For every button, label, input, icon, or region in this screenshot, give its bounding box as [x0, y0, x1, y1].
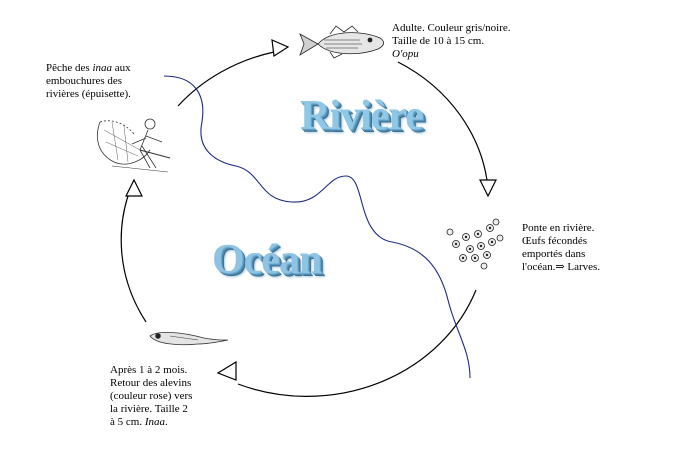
fry-line-5: à 5 cm. Inaa.	[110, 416, 198, 429]
arc-fishing-to-adult	[177, 51, 275, 107]
arc-fry-to-fishing	[120, 179, 147, 323]
zone-label-river: Rivière	[300, 93, 424, 139]
fry-line-4: la rivière. Taille 2	[110, 403, 188, 415]
zone-label-ocean: Océan	[212, 237, 322, 283]
spawn-line-1: Ponte en rivière.	[522, 222, 595, 234]
arrowhead-to-fry	[216, 360, 237, 381]
fry-line-3: (couleur rose) vers	[110, 390, 193, 402]
fry-line-2: Retour des alevins	[110, 377, 192, 389]
fishing-line-1: Pêche des inaa aux	[46, 62, 144, 75]
adult-line-1: Adulte. Couleur gris/noire.	[392, 22, 511, 34]
fishing-line-3: rivières (épuisette).	[46, 88, 131, 100]
arc-spawn-to-fry	[237, 289, 477, 397]
fry-line-1: Après 1 à 2 mois.	[110, 364, 188, 376]
adult-species-name: O'opu	[392, 48, 419, 60]
eggs-icon	[446, 218, 504, 270]
note-spawning: Ponte en rivière. Œufs fécondés emportés…	[522, 222, 614, 274]
fishing-line-1-start: Pêche des	[46, 62, 93, 74]
arrowhead-to-fishing	[125, 178, 143, 197]
fry-larva-icon	[149, 332, 229, 346]
note-adult-fish: Adulte. Couleur gris/noire. Taille de 10…	[392, 22, 520, 61]
arrowhead-to-spawn	[479, 179, 497, 198]
spawn-line-4: l'océan.⇒ Larves.	[522, 261, 601, 273]
shoreline-line	[163, 75, 471, 379]
fishing-term: inaa	[92, 62, 112, 74]
note-fishing: Pêche des inaa aux embouchures des riviè…	[46, 62, 144, 101]
cycle-arrowheads	[125, 39, 497, 381]
adult-fish-icon	[299, 25, 384, 59]
fishing-line-2: embouchures des	[46, 75, 123, 87]
arc-adult-to-spawn	[397, 61, 489, 189]
spawn-line-3: emportés dans	[522, 248, 586, 260]
fishing-line-1-end: aux	[112, 62, 131, 74]
fry-line-5-start: à 5 cm.	[110, 416, 145, 428]
fisherman-net-icon	[97, 118, 171, 173]
cycle-arcs	[120, 51, 489, 397]
arrowhead-to-adult	[271, 39, 290, 58]
fry-line-5-end: .	[165, 416, 168, 428]
note-fry-return: Après 1 à 2 mois. Retour des alevins (co…	[110, 364, 198, 429]
fry-species-name: Inaa	[144, 416, 165, 428]
adult-line-2: Taille de 10 à 15 cm.	[392, 35, 485, 47]
spawn-line-2: Œufs fécondés	[522, 235, 588, 247]
